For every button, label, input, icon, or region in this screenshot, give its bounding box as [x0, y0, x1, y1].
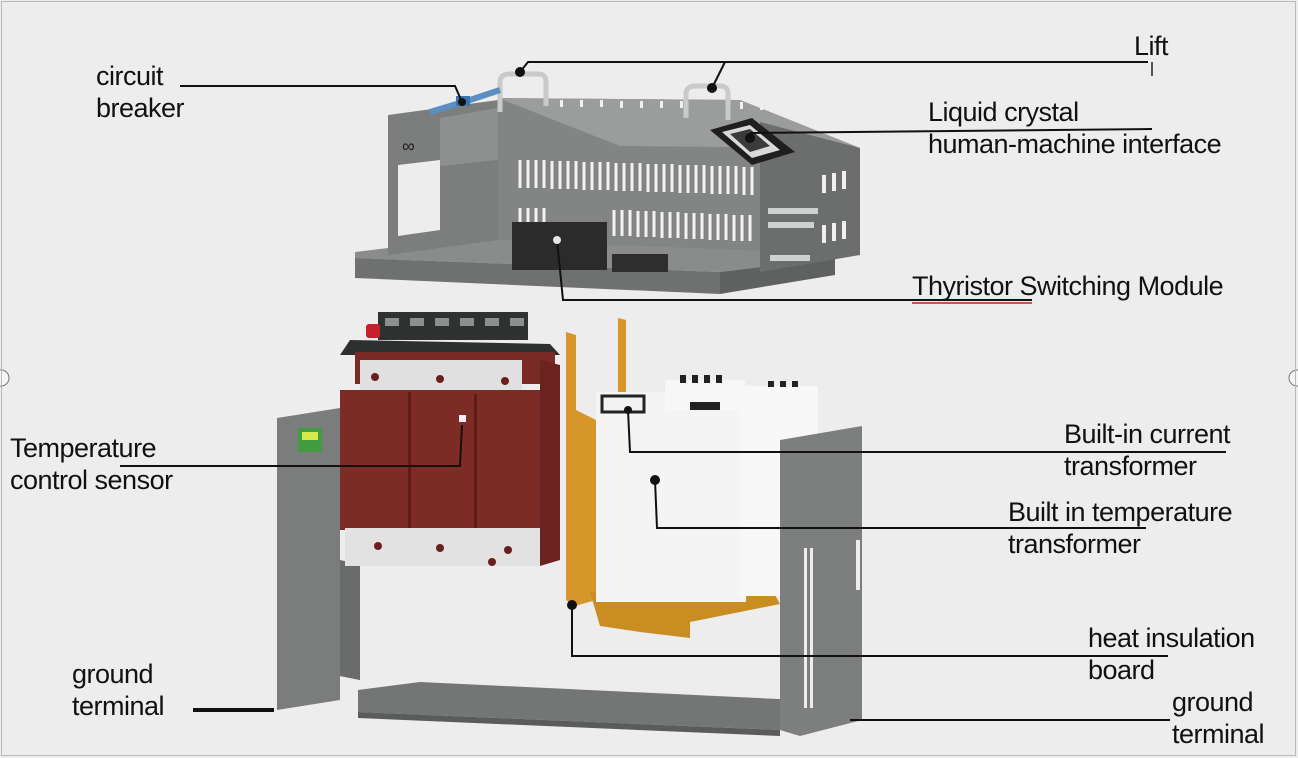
leader-lines [120, 61, 1226, 721]
thyristor-block [612, 254, 668, 272]
label-heat-insulation: heat insulation board [1088, 623, 1255, 685]
module-label-plate [770, 255, 810, 261]
label-ground-terminal-left: ground terminal [72, 659, 165, 721]
label-lift: Lift [1134, 31, 1169, 61]
lower-assembly [277, 312, 862, 736]
handle-left [0, 369, 10, 387]
vent-slots-lower [518, 208, 752, 241]
label-temperature-sensor: Temperature control sensor [10, 433, 173, 495]
label-temperature-transformer: Built in temperature transformer [1008, 497, 1233, 559]
label-circuit-breaker: circuit breaker [96, 61, 185, 123]
module-label-plate [768, 208, 818, 214]
svg-text:∞: ∞ [402, 136, 415, 156]
current-transformers [596, 375, 818, 602]
label-lcd-hmi: Liquid crystal human-machine interface [928, 97, 1222, 159]
label-ground-terminal-right: ground terminal [1172, 687, 1265, 749]
left-side-plate [277, 408, 360, 710]
label-thyristor-module: Thyristor Switching Module [912, 271, 1224, 301]
module-label-plate [768, 222, 814, 228]
label-current-transformer: Built-in current transformer [1064, 419, 1231, 481]
top-vent-holes [560, 100, 763, 110]
vent-slots-upper [518, 160, 754, 195]
right-side-plate [780, 426, 862, 736]
leader-dots [458, 67, 755, 610]
transformer [340, 312, 560, 566]
side-vent-holes [822, 171, 846, 243]
base-plate [358, 682, 800, 736]
handle-right [1288, 369, 1298, 387]
upper-chassis: ∞ [355, 71, 860, 294]
